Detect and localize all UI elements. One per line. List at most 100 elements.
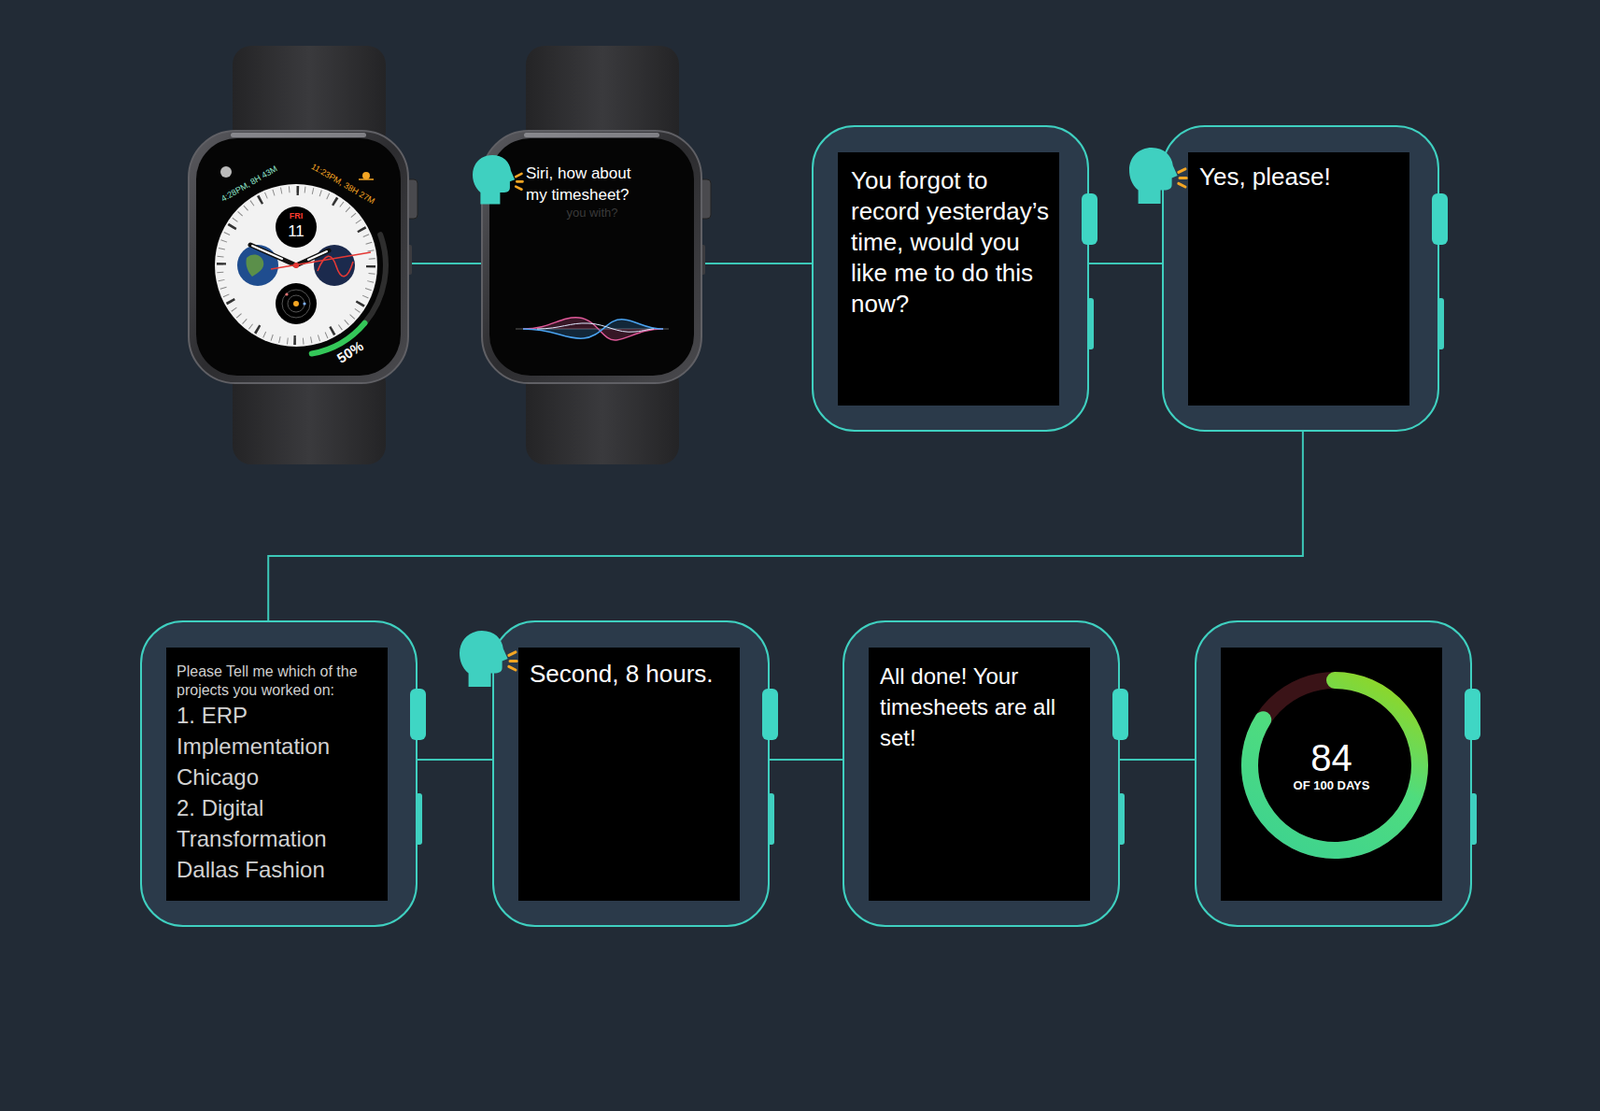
orbit [287, 295, 305, 312]
message-text: You forgot to record yesterday’s time, w… [850, 165, 1054, 320]
watch-screen: Please Tell me which of the projects you… [166, 647, 388, 901]
flow-connector [408, 262, 482, 265]
crown-button [1112, 688, 1129, 740]
moon-icon [220, 166, 232, 178]
complication-text: 4:28PM, 8H 43M [219, 163, 280, 204]
hand-lume [252, 245, 283, 259]
hand-lume [308, 251, 327, 260]
side-button [415, 792, 423, 845]
watch-screen: Second, 8 hours. [518, 647, 740, 901]
flow-connector [769, 758, 843, 761]
text-anchor: 4:28PM, 8H 43M [219, 163, 280, 204]
project-option: 1. ERP Implementation Chicago [176, 699, 383, 793]
prompt-text: Please Tell me which of the projects you… [176, 662, 383, 700]
battery-track [365, 234, 386, 324]
hand-pivot [293, 262, 299, 269]
side-button [767, 792, 775, 845]
wave-line [537, 323, 654, 332]
crown-button [1464, 688, 1481, 740]
date-number: 11 [287, 222, 305, 241]
wave-line [523, 317, 664, 340]
day-label: FRI [289, 211, 304, 222]
flow-connector [1089, 262, 1162, 265]
progress-value: 84 [1293, 736, 1371, 779]
spoken-query: Siri, how about my timesheet? [525, 162, 652, 206]
progress-screen: 84OF 100 DAYS [1194, 620, 1473, 927]
speaker-icon [1129, 147, 1187, 204]
project-option: 2. Digital Transformation Dallas Fashion [176, 792, 383, 885]
watch-screen: You forgot to record yesterday’s time, w… [837, 152, 1060, 406]
flow-connector [1119, 758, 1195, 761]
moon-subdial [313, 244, 355, 286]
text-column: Yes, please! [1199, 161, 1402, 193]
text-anchor: FRI [289, 211, 304, 222]
side-button [1437, 297, 1445, 350]
crown-button [1081, 193, 1098, 245]
flow-connector [417, 758, 493, 761]
text-column: Please Tell me which of the projects you… [176, 662, 383, 885]
progress-ring [1249, 679, 1420, 850]
siri-waveform [515, 317, 669, 340]
watch-screen: 84OF 100 DAYS [1220, 647, 1443, 901]
text-column: You forgot to record yesterday’s time, w… [850, 165, 1054, 320]
reply-text: Second, 8 hours. [529, 658, 735, 690]
siri-watch: Siri, how about my timesheet?you with? [481, 130, 702, 383]
connector-group [268, 263, 1303, 760]
text-anchor: 11 [287, 222, 305, 241]
faded-siri-text: you with? [566, 205, 619, 221]
watch-face: 4:28PM, 8H 43M 11:23PM, 38H 27M FRI11 50% [188, 130, 409, 383]
watch-body [481, 45, 711, 465]
text-anchor: 11:23PM, 38H 27M [309, 161, 377, 207]
project-list: Please Tell me which of the projects you… [140, 620, 418, 927]
minute-ticks [220, 189, 373, 342]
earth-subdial [237, 244, 279, 286]
hour-hand [250, 244, 297, 266]
crown-button [762, 688, 779, 740]
side-button [1118, 792, 1125, 845]
message-text: All done! Your timesheets are all set! [879, 660, 1085, 753]
flow-connector [268, 431, 1303, 621]
watch-screen: Yes, please! [1188, 152, 1410, 406]
text-anchor: you with? [566, 205, 619, 221]
watch-screen: All done! Your timesheets are all set! [868, 647, 1091, 901]
flow-connector [701, 262, 812, 265]
horizon-line [358, 178, 374, 181]
assistant-message: You forgot to record yesterday’s time, w… [811, 125, 1090, 432]
orbit [282, 289, 311, 318]
earth-land [245, 254, 264, 277]
speaker-icon [459, 630, 517, 687]
crown-button [410, 688, 426, 740]
text-column: Second, 8 hours. [529, 658, 735, 690]
crown-button [1431, 193, 1448, 245]
text-anchor: 50% [333, 337, 367, 367]
planet-dot [284, 292, 288, 296]
user-reply: Second, 8 hours. [492, 620, 770, 927]
sun-icon [362, 171, 370, 180]
dial-face [214, 184, 378, 347]
user-reply: Yes, please! [1161, 125, 1440, 432]
speaker-icon [472, 155, 524, 205]
planet-dot [302, 301, 306, 305]
date-subdial [275, 206, 317, 248]
confirmation-message: All done! Your timesheets are all set! [842, 620, 1120, 927]
side-button [1470, 792, 1477, 845]
second-hand [270, 252, 371, 270]
sun-dot [293, 300, 299, 307]
minute-hand [296, 250, 329, 266]
side-button [1087, 297, 1094, 350]
tide-curve [317, 255, 354, 276]
solar-subdial [275, 283, 317, 325]
text-anchor: Siri, how about my timesheet? [525, 162, 652, 206]
progress-track [1249, 679, 1420, 850]
watch-body [188, 45, 418, 465]
hour-ticks [221, 190, 371, 340]
battery-percent: 50% [333, 337, 367, 367]
reply-text: Yes, please! [1199, 161, 1402, 193]
wave-line [523, 319, 664, 339]
complication-text: 11:23PM, 38H 27M [309, 161, 377, 207]
text-column: 84OF 100 DAYS [1293, 736, 1371, 793]
progress-caption: OF 100 DAYS [1293, 778, 1371, 793]
text-column: All done! Your timesheets are all set! [879, 660, 1085, 753]
